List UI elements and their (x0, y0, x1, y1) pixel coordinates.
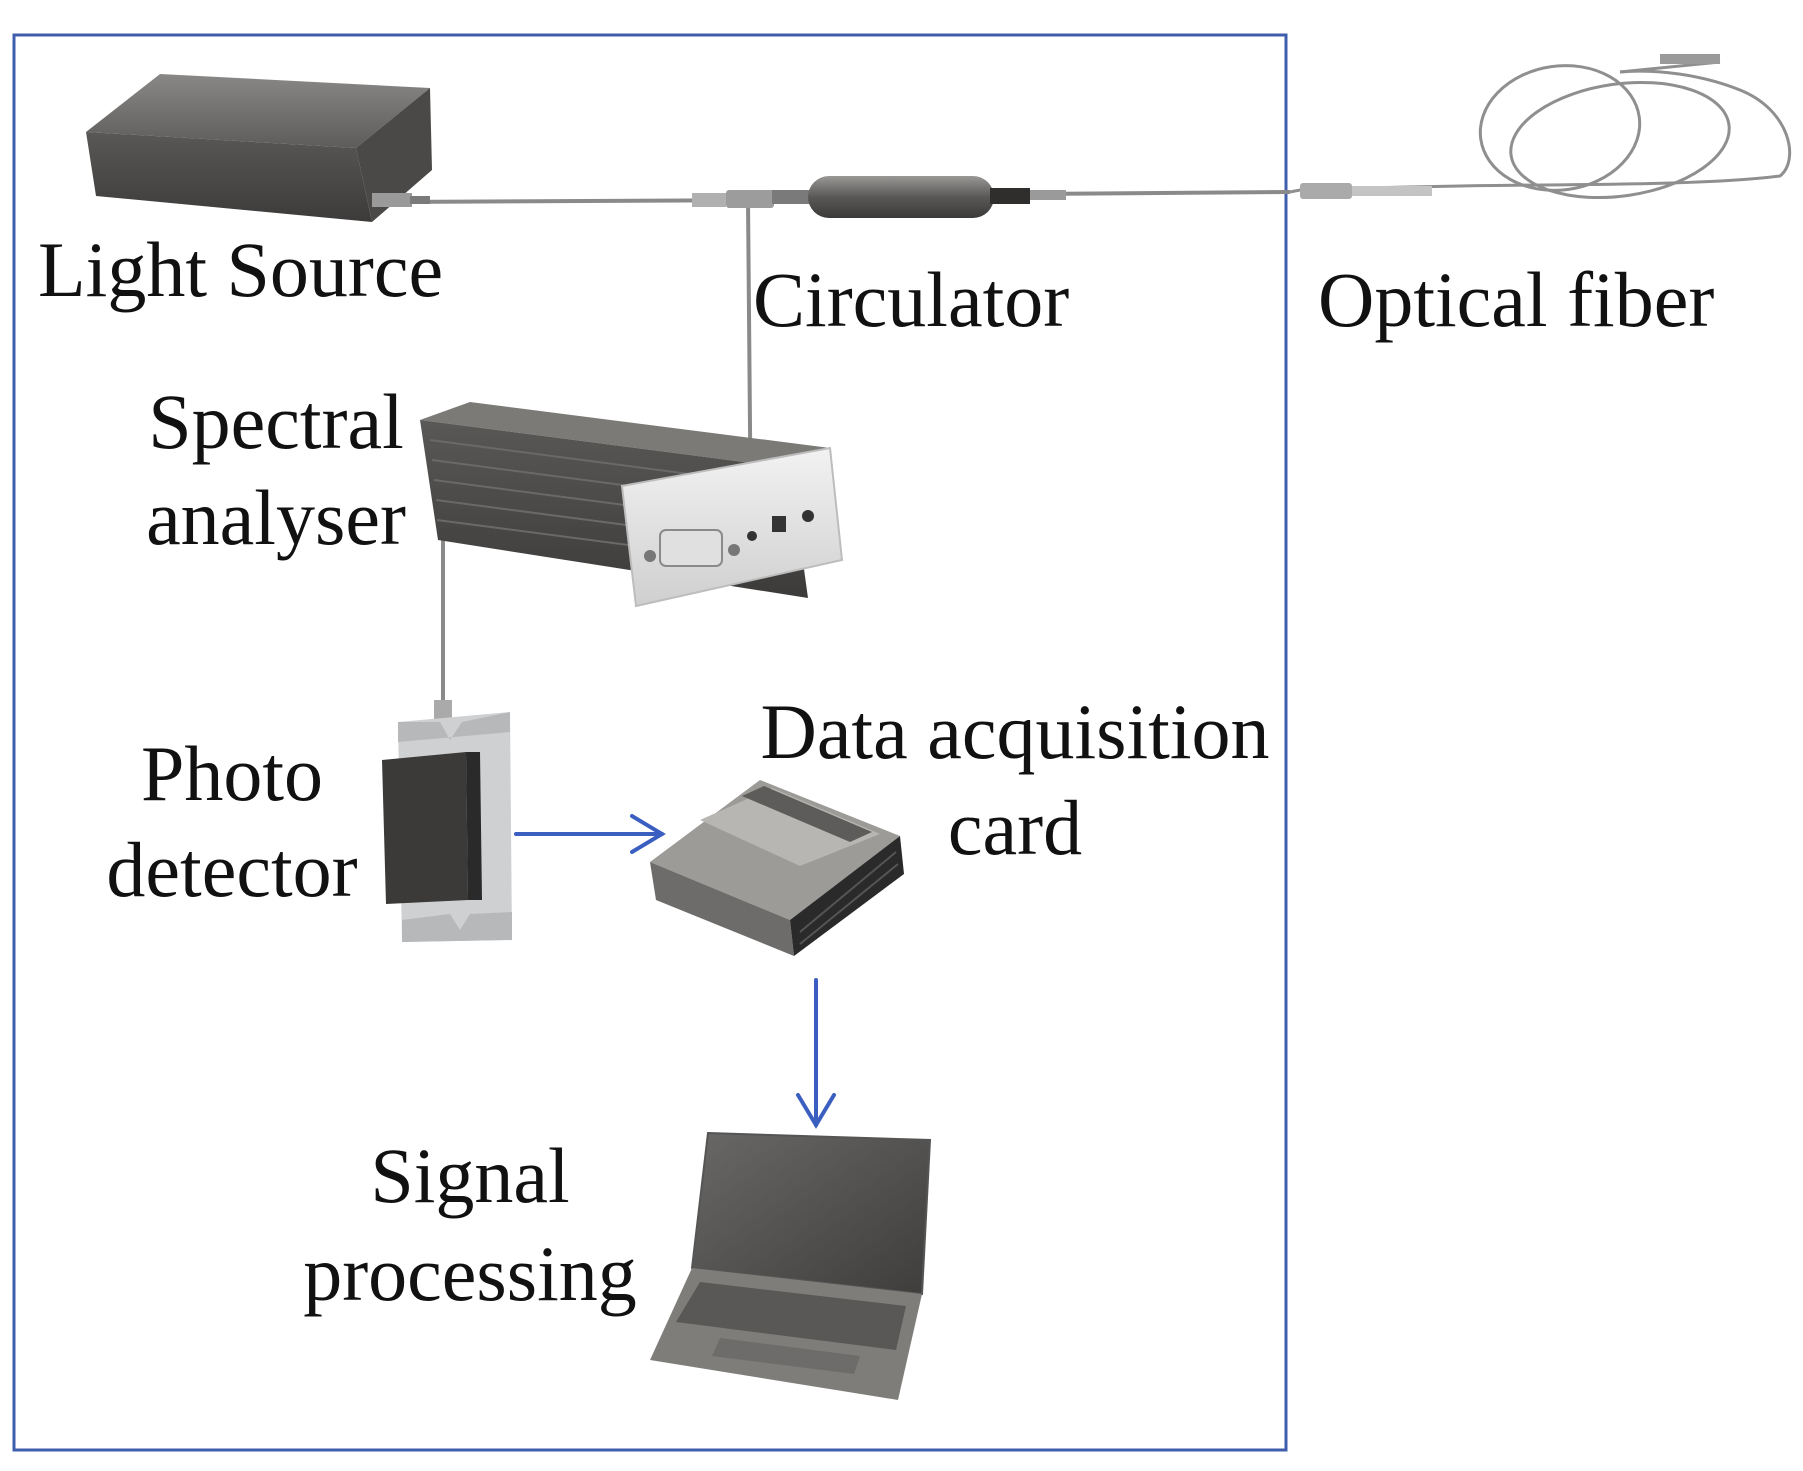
system-boundary-frame (12, 33, 1288, 1452)
arrow-photodetector-to-daq (514, 814, 666, 854)
photodetector-label-line1: Photo (140, 730, 324, 817)
spectral-analyser-label-line2: analyser (146, 474, 406, 561)
signal-processing-label-line2: processing (303, 1230, 637, 1317)
signal-processing-label-line1: Signal (370, 1132, 570, 1219)
signal-flow-arrows (514, 814, 836, 1129)
data-acquisition-card-icon (650, 780, 904, 956)
photodetector-label-line2: detector (106, 826, 358, 913)
fiber-circulator-to-optical-fiber (1029, 190, 1291, 196)
spectral-analyser-device-icon (420, 402, 844, 608)
photodetector-device-icon (382, 700, 512, 942)
laptop-device-icon (650, 1131, 932, 1400)
optical-fiber-label: Optical fiber (1318, 256, 1715, 343)
daq-card-label-line1: Data acquisition (760, 688, 1270, 775)
light-source-label: Light Source (38, 226, 444, 313)
light-source-device-icon (86, 74, 432, 222)
circulator-device-icon (772, 176, 1066, 218)
spectral-analyser-label-line1: Spectral (148, 378, 404, 465)
fiber-connector-icon (692, 190, 774, 208)
arrow-daq-to-laptop (796, 978, 836, 1129)
optical-fiber-coil-icon (1289, 54, 1792, 200)
circulator-label: Circulator (753, 256, 1070, 343)
daq-card-label-line2: card (947, 784, 1083, 871)
